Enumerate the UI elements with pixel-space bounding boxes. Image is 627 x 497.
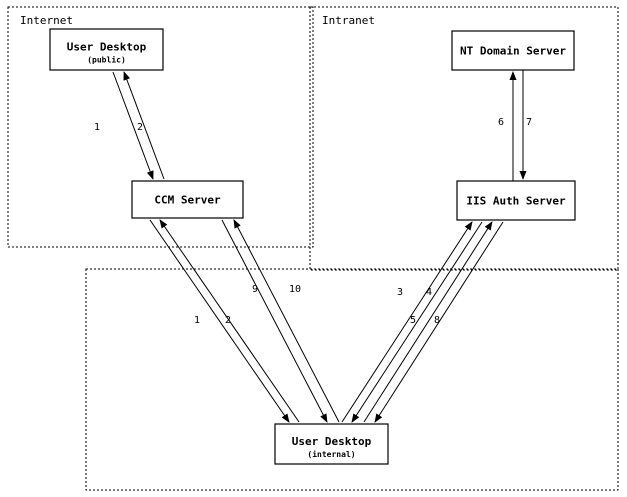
node-subtitle: (internal) (307, 449, 355, 459)
step-label-3: 3 (397, 287, 403, 298)
node-iis-auth-server[interactable]: IIS Auth Server (456, 180, 576, 221)
step-label-2-public: 2 (137, 122, 143, 133)
node-box[interactable] (49, 28, 164, 71)
node-title: CCM Server (154, 194, 221, 207)
step-label-8: 8 (434, 315, 440, 326)
node-title: NT Domain Server (460, 45, 566, 58)
flow-line-8 (374, 221, 504, 423)
flow-line-3 (341, 221, 473, 423)
zone-internet-border (7, 6, 314, 248)
zone-intranet-label: Intranet (322, 14, 375, 27)
node-user-desktop-public[interactable]: User Desktop (public) (49, 28, 164, 71)
step-label-10: 10 (289, 284, 301, 295)
node-title: IIS Auth Server (466, 195, 566, 208)
step-label-7: 7 (526, 117, 532, 128)
zone-internal-border (85, 268, 619, 491)
node-nt-domain-server[interactable]: NT Domain Server (451, 30, 575, 71)
flow-line-5 (363, 221, 493, 423)
zone-internal-network (85, 268, 619, 491)
node-box[interactable] (451, 30, 575, 71)
flow-line-2-public (123, 71, 165, 180)
node-user-desktop-internal[interactable]: User Desktop (internal) (274, 423, 389, 465)
step-label-6: 6 (498, 117, 504, 128)
flow-line-4 (351, 221, 483, 423)
step-label-2-internal: 2 (225, 315, 231, 326)
node-ccm-server[interactable]: CCM Server (131, 180, 244, 219)
step-label-4: 4 (426, 287, 432, 298)
flow-line-1-internal (149, 219, 290, 423)
node-subtitle: (public) (87, 55, 126, 65)
zone-internet: Internet (7, 6, 314, 248)
step-label-5: 5 (410, 315, 416, 326)
zone-intranet-border (309, 6, 619, 271)
node-title: User Desktop (292, 435, 372, 448)
node-box[interactable] (274, 423, 389, 465)
zone-internet-label: Internet (20, 14, 73, 27)
flow-line-10 (233, 219, 340, 423)
node-box[interactable] (131, 180, 244, 219)
step-label-9: 9 (252, 284, 258, 295)
node-box[interactable] (456, 180, 576, 221)
node-title: User Desktop (67, 41, 147, 54)
flow-line-2-internal (159, 219, 300, 423)
flow-line-9 (221, 219, 328, 423)
flow-line-1-public (112, 71, 154, 180)
step-label-1-public: 1 (94, 122, 100, 133)
zone-intranet: Intranet (309, 6, 619, 271)
step-label-1-internal: 1 (194, 315, 200, 326)
